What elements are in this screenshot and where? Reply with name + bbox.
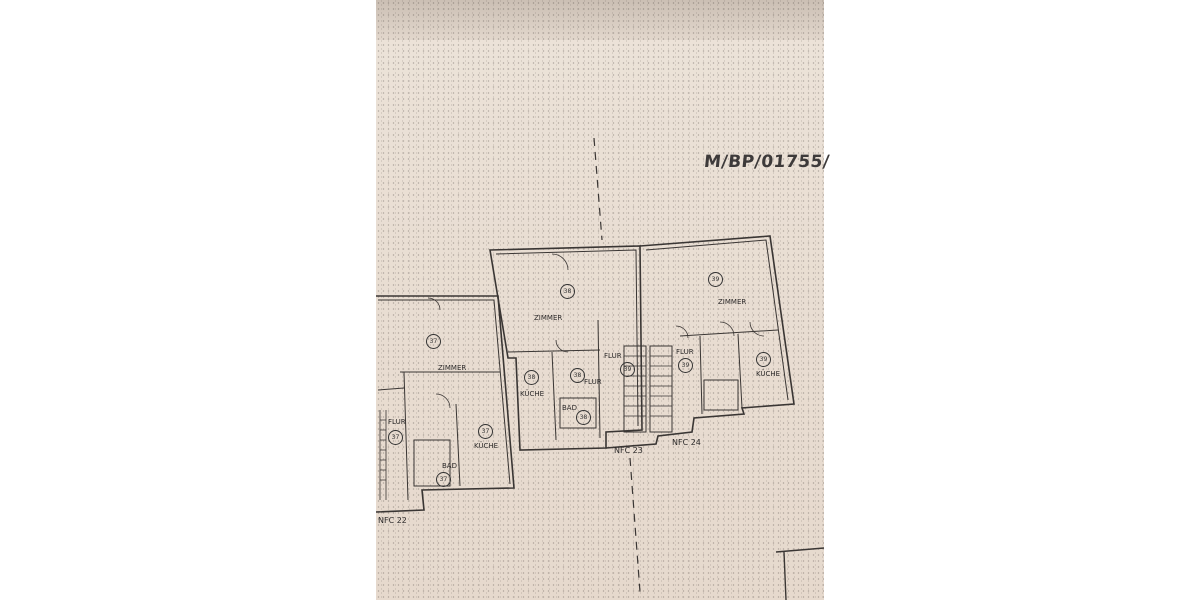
middle-block-outline [489, 245, 643, 451]
unit-label-24: NFC 24 [672, 438, 701, 447]
room-label: FLUR [388, 418, 406, 426]
document-reference: M/BP/01755/ [702, 152, 831, 172]
room-number: 38 [570, 368, 585, 383]
room-number: 39 [708, 272, 723, 287]
room-label: KÜCHE [474, 442, 499, 450]
sheet-frame-corner [775, 547, 825, 600]
room-label: KÜCHE [520, 390, 545, 398]
room-number: 37 [426, 334, 441, 349]
unit-label-23: NFC 23 [614, 446, 643, 455]
room-label: ZIMMER [534, 314, 563, 322]
room-label: ZIMMER [718, 298, 747, 306]
room-number: 38 [524, 370, 539, 385]
room-number: 39 [756, 352, 771, 367]
room-label: KÜCHE [756, 370, 781, 378]
room-label: FLUR [604, 352, 622, 360]
room-number: 39 [620, 362, 635, 377]
room-label: FLUR [584, 378, 602, 386]
room-number: 37 [388, 430, 403, 445]
room-label: BAD [442, 462, 457, 470]
room-number: 37 [436, 472, 451, 487]
right-block-outline [605, 235, 795, 449]
axis-line-top [593, 137, 603, 241]
room-label: FLUR [676, 348, 694, 356]
room-number: 38 [576, 410, 591, 425]
room-number: 38 [560, 284, 575, 299]
room-number: 37 [478, 424, 493, 439]
left-block-outline [375, 295, 515, 513]
axis-line-bottom [629, 457, 641, 593]
room-label: ZIMMER [438, 364, 467, 372]
unit-label-22: NFC 22 [378, 516, 407, 525]
room-label: BAD [562, 404, 577, 412]
room-number: 39 [678, 358, 693, 373]
